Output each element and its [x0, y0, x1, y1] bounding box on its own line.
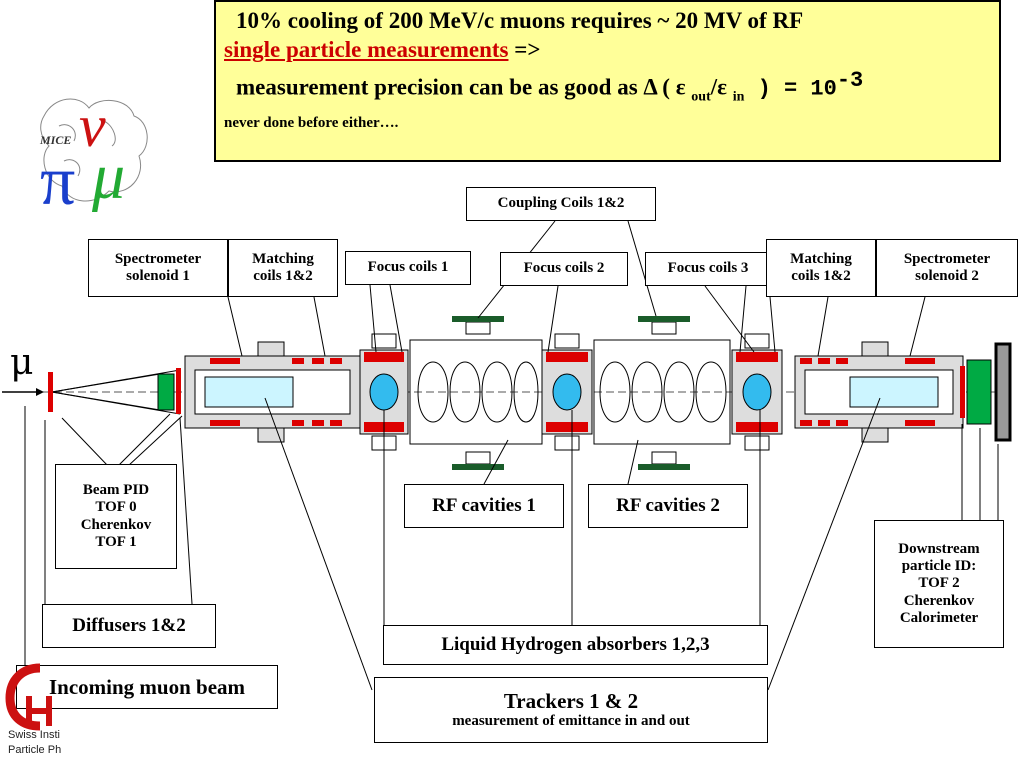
- headline-box: 10% cooling of 200 MeV/c muons requires …: [214, 0, 1001, 162]
- absorber-2: [552, 373, 582, 411]
- label-downstream-pid: Downstream particle ID: TOF 2 Cherenkov …: [874, 520, 1004, 648]
- muon-symbol: μ: [10, 342, 34, 383]
- absorber-1: [369, 373, 399, 411]
- tof1-bar: [176, 368, 181, 414]
- label-matching-coils-1: Matching coils 1&2: [228, 239, 338, 297]
- calorimeter: [994, 342, 1012, 442]
- coupling-coil-2: [638, 316, 690, 470]
- mice-logo: MICE π ν μ: [39, 93, 148, 216]
- label-coupling-coils: Coupling Coils 1&2: [466, 187, 656, 221]
- absorber-3: [742, 373, 772, 411]
- svg-text:π: π: [40, 143, 75, 216]
- headline-line3: measurement precision can be as good as …: [236, 68, 864, 105]
- svg-text:μ: μ: [91, 140, 125, 213]
- label-focus-coils-2: Focus coils 2: [500, 252, 628, 286]
- cherenkov-box: [157, 373, 175, 411]
- psi-caption: Swiss Insti Particle Ph: [8, 729, 62, 756]
- leader-lines: [24, 220, 999, 691]
- rf-cavities-2: [593, 339, 731, 445]
- psi-logo: [5, 663, 52, 731]
- coupling-coil-1: [452, 316, 504, 470]
- label-spectrometer-1: Spectrometer solenoid 1: [88, 239, 228, 297]
- downstream-cherenkov: [966, 359, 992, 425]
- label-rf-cavities-1: RF cavities 1: [404, 484, 564, 528]
- label-diffusers: Diffusers 1&2: [42, 604, 216, 648]
- tracker-2: [849, 376, 939, 408]
- headline-line4: never done before either….: [224, 115, 399, 132]
- label-beam-pid: Beam PID TOF 0 Cherenkov TOF 1: [55, 464, 177, 569]
- tof0-bar: [48, 372, 53, 412]
- headline-line1: 10% cooling of 200 MeV/c muons requires …: [236, 8, 804, 33]
- tracker-1: [204, 376, 294, 408]
- label-trackers: Trackers 1 & 2 measurement of emittance …: [374, 677, 768, 743]
- label-rf-cavities-2: RF cavities 2: [588, 484, 748, 528]
- label-incoming-beam: Incoming muon beam: [16, 665, 278, 709]
- label-lh2-absorbers: Liquid Hydrogen absorbers 1,2,3: [383, 625, 768, 665]
- label-focus-coils-3: Focus coils 3: [645, 252, 771, 286]
- tof2-bar: [960, 366, 965, 418]
- spectrometer-2-coils: [800, 358, 935, 426]
- spectrometer-1-coils: [210, 358, 342, 426]
- label-focus-coils-1: Focus coils 1: [345, 251, 471, 285]
- svg-text:ν: ν: [79, 93, 106, 159]
- label-matching-coils-2: Matching coils 1&2: [766, 239, 876, 297]
- headline-line2: single particle measurements =>: [224, 37, 541, 62]
- label-spectrometer-2: Spectrometer solenoid 2: [876, 239, 1018, 297]
- mice-logo-text: MICE: [39, 133, 71, 147]
- headline-emphasis: single particle measurements: [224, 37, 509, 62]
